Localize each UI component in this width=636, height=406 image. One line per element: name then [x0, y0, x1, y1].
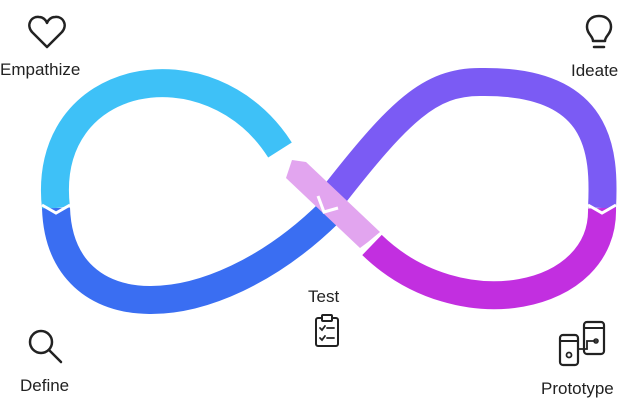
prototype-label: Prototype	[541, 379, 614, 398]
lightbulb-icon	[584, 14, 614, 54]
notch-left	[41, 203, 71, 215]
ideate-label: Ideate	[571, 61, 619, 80]
prototype-segment	[362, 207, 617, 310]
heart-icon	[27, 14, 67, 50]
ideate-segment	[318, 67, 617, 209]
empathize-segment	[40, 69, 292, 210]
test-label: Test	[308, 287, 340, 306]
search-icon	[26, 327, 66, 365]
define-label: Define	[20, 376, 70, 395]
define-segment	[42, 202, 340, 314]
notch-center	[316, 195, 339, 214]
clipboard-checklist-icon	[313, 313, 341, 349]
test-segment	[286, 160, 380, 248]
notch-right	[587, 203, 617, 215]
devices-icon	[557, 319, 607, 369]
empathize-label: Empathize	[0, 60, 81, 79]
